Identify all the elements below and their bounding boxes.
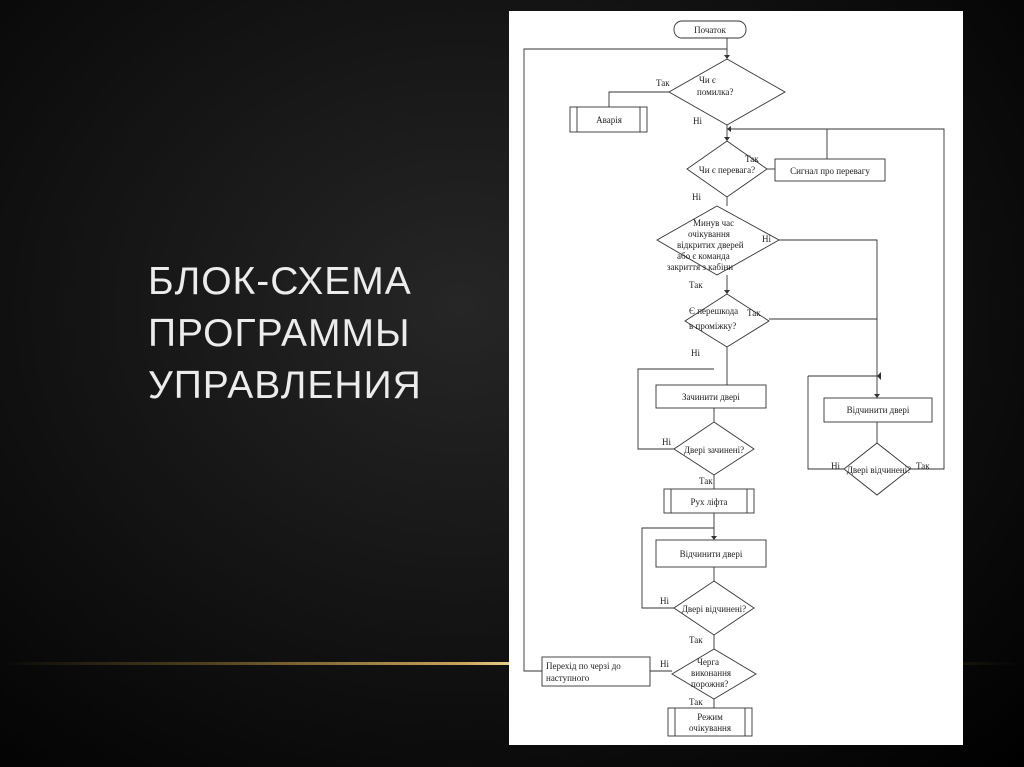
overload-signal-label: Сигнал про перевагу [790, 166, 870, 176]
no-label: Ні [762, 234, 771, 244]
doors-opened-decision-1 [673, 580, 755, 636]
yes-label: Так [745, 154, 759, 164]
obstacle-label-2: в проміжку? [689, 321, 736, 331]
doors-closed-decision [673, 421, 755, 476]
flowchart-diagram: Початок Чи є помилка? Так Ні Аварія Чи є… [523, 20, 945, 737]
error-label-2: помилка? [697, 87, 733, 97]
doors-closed-label: Двері зачинені? [684, 445, 744, 455]
wait-mode-label-1: Режим [697, 712, 723, 722]
next-in-queue-label-2: наступного [546, 673, 590, 683]
no-label: Ні [660, 596, 669, 606]
connector [779, 239, 878, 376]
queue-label-1: Черга [697, 657, 719, 667]
slide-title: БЛОК-СХЕМА ПРОГРАММЫ УПРАВЛЕНИЯ [148, 256, 448, 412]
arrow-head [874, 394, 880, 398]
next-in-queue-label-1: Перехід по черзі до [546, 661, 621, 671]
timeout-label-4: або є команда [677, 251, 730, 261]
no-label: Ні [831, 461, 840, 471]
yes-label: Так [689, 280, 703, 290]
obstacle-label-1: Є перешкода [689, 306, 738, 316]
crash-box [569, 106, 648, 133]
connector [641, 527, 714, 609]
open-doors-label-2: Відчинити двері [847, 405, 910, 415]
doors-opened-label-2: Двері відчинені? [847, 465, 911, 475]
slide-title-line-2: ПРОГРАММЫ [148, 312, 411, 355]
next-in-queue-box [541, 656, 651, 687]
flowchart-panel: Початок Чи є помилка? Так Ні Аварія Чи є… [509, 11, 963, 745]
lift-move-label: Рух ліфта [690, 497, 727, 507]
lift-move-box [663, 488, 755, 514]
yes-label: Так [699, 476, 713, 486]
yes-label: Так [656, 78, 670, 88]
no-label: Ні [692, 192, 701, 202]
overload-signal-box [774, 158, 886, 182]
slide-title-line-1: БЛОК-СХЕМА [148, 260, 412, 303]
timeout-label-3: відкритих дверей [677, 240, 744, 250]
start-terminator [673, 20, 747, 39]
timeout-decision [656, 205, 780, 276]
connector [808, 375, 878, 398]
arrow-head [724, 55, 730, 59]
arrow-head [727, 126, 731, 132]
connector [827, 128, 945, 470]
slide-title-line-3: УПРАВЛЕНИЯ [148, 364, 422, 407]
open-doors-label-1: Відчинити двері [680, 549, 743, 559]
timeout-label-1: Минув час [693, 218, 734, 228]
connector [523, 48, 727, 672]
yes-label: Так [747, 308, 761, 318]
error-decision [668, 58, 786, 126]
close-doors-label: Зачинити двері [682, 392, 740, 402]
wait-mode-box [667, 707, 753, 737]
timeout-label-2: очікування [688, 229, 730, 239]
start-label: Початок [694, 25, 726, 35]
error-label-1: Чи є [699, 75, 716, 85]
arrow-head [724, 137, 730, 141]
open-doors-box-1 [655, 539, 767, 568]
yes-label: Так [689, 635, 703, 645]
yes-label: Так [689, 697, 703, 707]
overload-label: Чи є перевага? [699, 165, 755, 175]
doors-opened-decision-2 [843, 442, 911, 496]
arrow-head [711, 536, 717, 540]
arrow-head [877, 372, 881, 380]
no-label: Ні [691, 348, 700, 358]
no-label: Ні [693, 116, 702, 126]
connector [637, 368, 714, 450]
open-doors-box-2 [823, 397, 933, 423]
yes-label: Так [916, 461, 930, 471]
no-label: Ні [662, 437, 671, 447]
arrow-head [724, 290, 730, 294]
connector [807, 376, 844, 470]
close-doors-box [655, 384, 767, 409]
timeout-label-5: закриття з кабіни [667, 262, 733, 272]
connector [608, 91, 669, 107]
wait-mode-label-2: очікування [689, 723, 731, 733]
crash-label: Аварія [596, 115, 622, 125]
queue-decision [671, 648, 757, 700]
overload-decision [686, 140, 768, 198]
obstacle-decision [684, 293, 770, 348]
queue-label-3: порожня? [691, 679, 728, 689]
queue-label-2: виконання [691, 668, 731, 678]
doors-opened-label-1: Двері відчинені? [682, 604, 746, 614]
no-label: Ні [660, 659, 669, 669]
